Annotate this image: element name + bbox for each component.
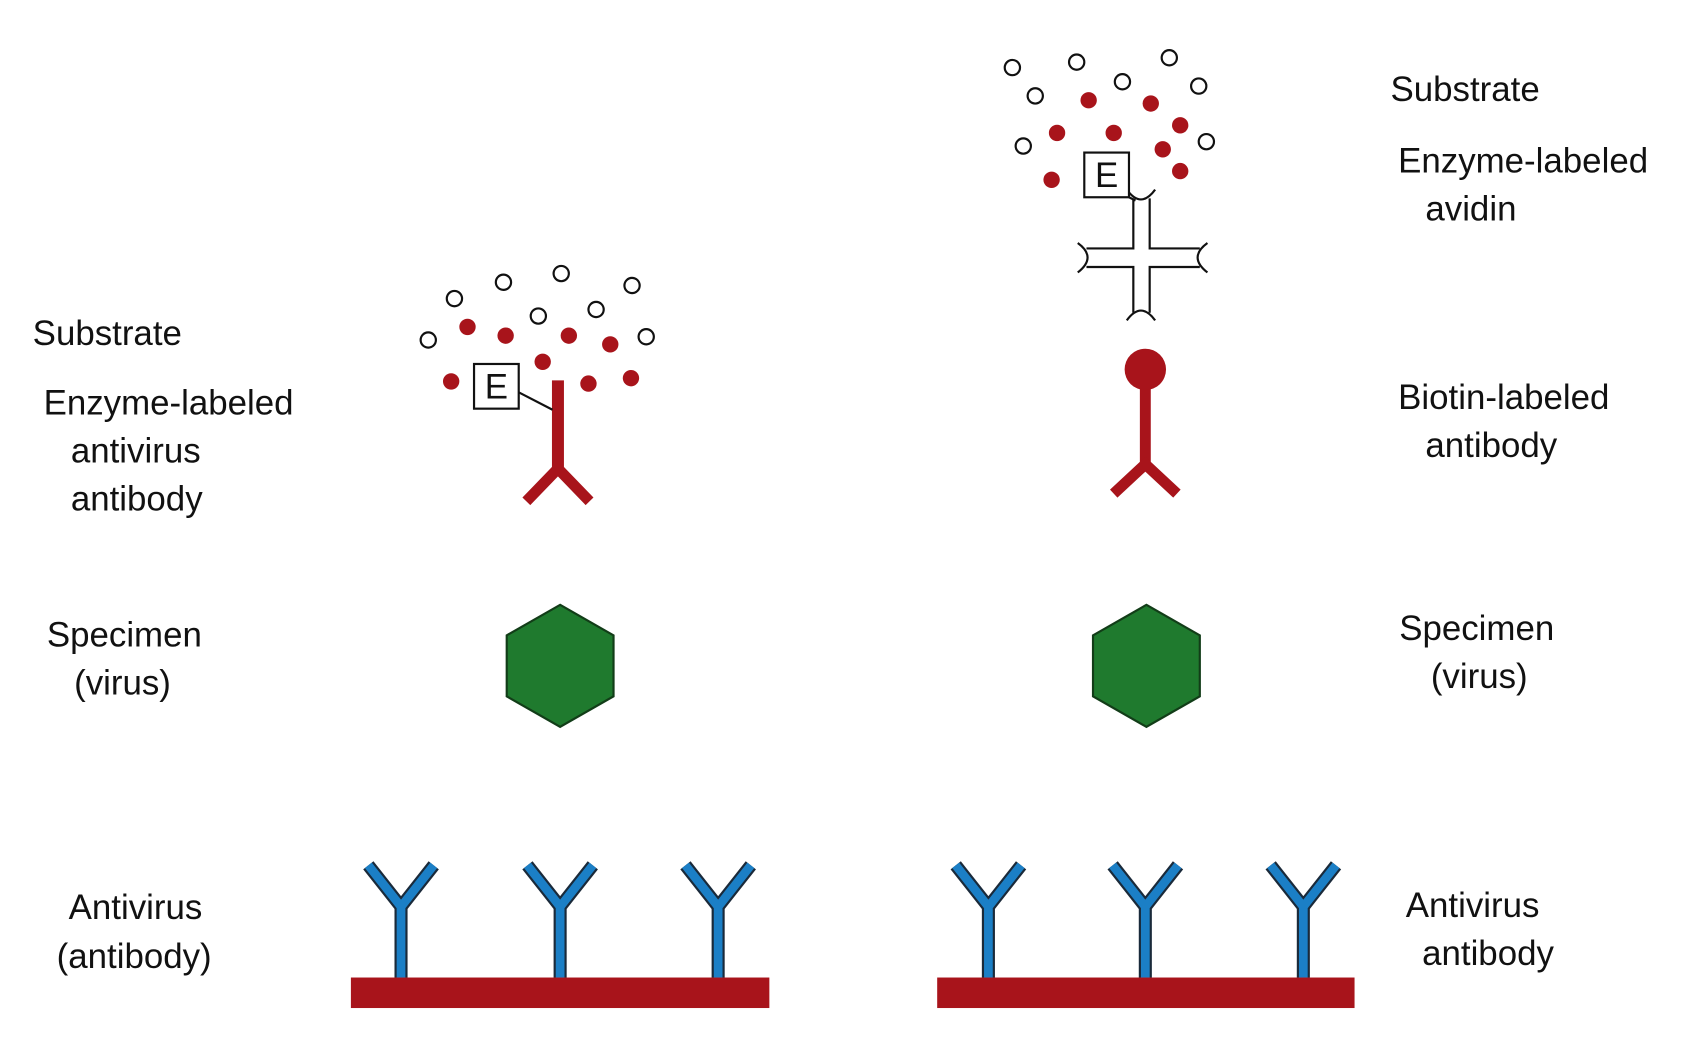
substrate-dot — [1026, 87, 1044, 105]
capture-antibody — [522, 861, 598, 978]
product-dot — [1154, 141, 1171, 158]
label-enzyme-antibody-2: antivirus — [71, 432, 201, 471]
product-dot — [497, 327, 514, 344]
substrate-dot — [1189, 77, 1208, 95]
label-virus-left: (virus) — [74, 664, 171, 703]
label-biotin-antibody-2: antibody — [1425, 426, 1557, 465]
biotin-ball — [1124, 348, 1167, 391]
substrate-dot — [419, 331, 437, 349]
plate-left — [350, 977, 770, 1009]
product-dot — [580, 375, 597, 392]
capture-antibody — [363, 861, 439, 978]
substrate-dot — [637, 328, 655, 346]
product-dot — [1080, 92, 1097, 109]
label-biotin-antibody-1: Biotin-labeled — [1398, 378, 1609, 417]
product-dot — [1172, 117, 1189, 134]
label-enzyme-avidin-1: Enzyme-labeled — [1398, 142, 1648, 181]
substrate-dot — [445, 289, 464, 308]
label-enzyme-antibody-3: antibody — [71, 480, 203, 519]
capture-antibody — [680, 861, 756, 978]
virus-hexagon-left — [505, 603, 615, 729]
substrate-dot — [1067, 53, 1086, 71]
product-dot — [1048, 124, 1066, 142]
product-dot — [622, 369, 640, 387]
substrate-dot — [552, 264, 570, 283]
label-enzyme-antibody-1: Enzyme-labeled — [44, 384, 294, 423]
product-dot — [1142, 95, 1159, 112]
substrate-dot — [529, 307, 548, 325]
substrate-dot — [494, 273, 513, 291]
substrate-dot — [1197, 132, 1216, 151]
enzyme-box-left — [472, 362, 520, 410]
product-dot — [1043, 171, 1060, 188]
label-substrate-left: Substrate — [33, 314, 182, 353]
substrate-dot — [1003, 58, 1022, 77]
label-specimen-right: Specimen — [1399, 609, 1554, 648]
enzyme-labeled-antibody: E — [472, 362, 594, 506]
enzyme-symbol-left: E — [485, 367, 508, 406]
label-antibody-right: antibody — [1422, 934, 1554, 973]
label-virus-right: (virus) — [1431, 657, 1528, 696]
capture-antibody — [1265, 861, 1342, 978]
plate-right — [937, 977, 1355, 1009]
label-specimen-left: Specimen — [47, 616, 202, 655]
label-antibody-left: (antibody) — [57, 937, 212, 976]
product-dot — [442, 373, 460, 390]
label-antivirus-left: Antivirus — [69, 888, 203, 927]
enzyme-box-right — [1083, 151, 1131, 199]
product-dot — [1172, 162, 1189, 180]
product-dot — [534, 353, 551, 370]
biotin-labeled-antibody — [1110, 348, 1181, 498]
product-dot — [1105, 124, 1122, 142]
product-dot — [459, 318, 476, 336]
label-enzyme-avidin-2: avidin — [1425, 190, 1516, 229]
substrate-dot — [1014, 137, 1032, 155]
enzyme-symbol-right: E — [1095, 156, 1118, 195]
virus-hexagon-right — [1091, 603, 1201, 729]
product-dot — [560, 327, 578, 344]
substrate-dot — [1113, 73, 1132, 91]
avidin-cross — [1077, 151, 1209, 322]
capture-antibody — [950, 861, 1027, 978]
label-antivirus-right: Antivirus — [1406, 886, 1540, 925]
label-substrate-right: Substrate — [1391, 70, 1540, 109]
product-dot — [602, 336, 619, 353]
substrate-dot — [1160, 49, 1179, 67]
capture-antibody — [1107, 861, 1184, 978]
substrate-dot — [587, 300, 605, 319]
substrate-dot — [623, 276, 641, 295]
